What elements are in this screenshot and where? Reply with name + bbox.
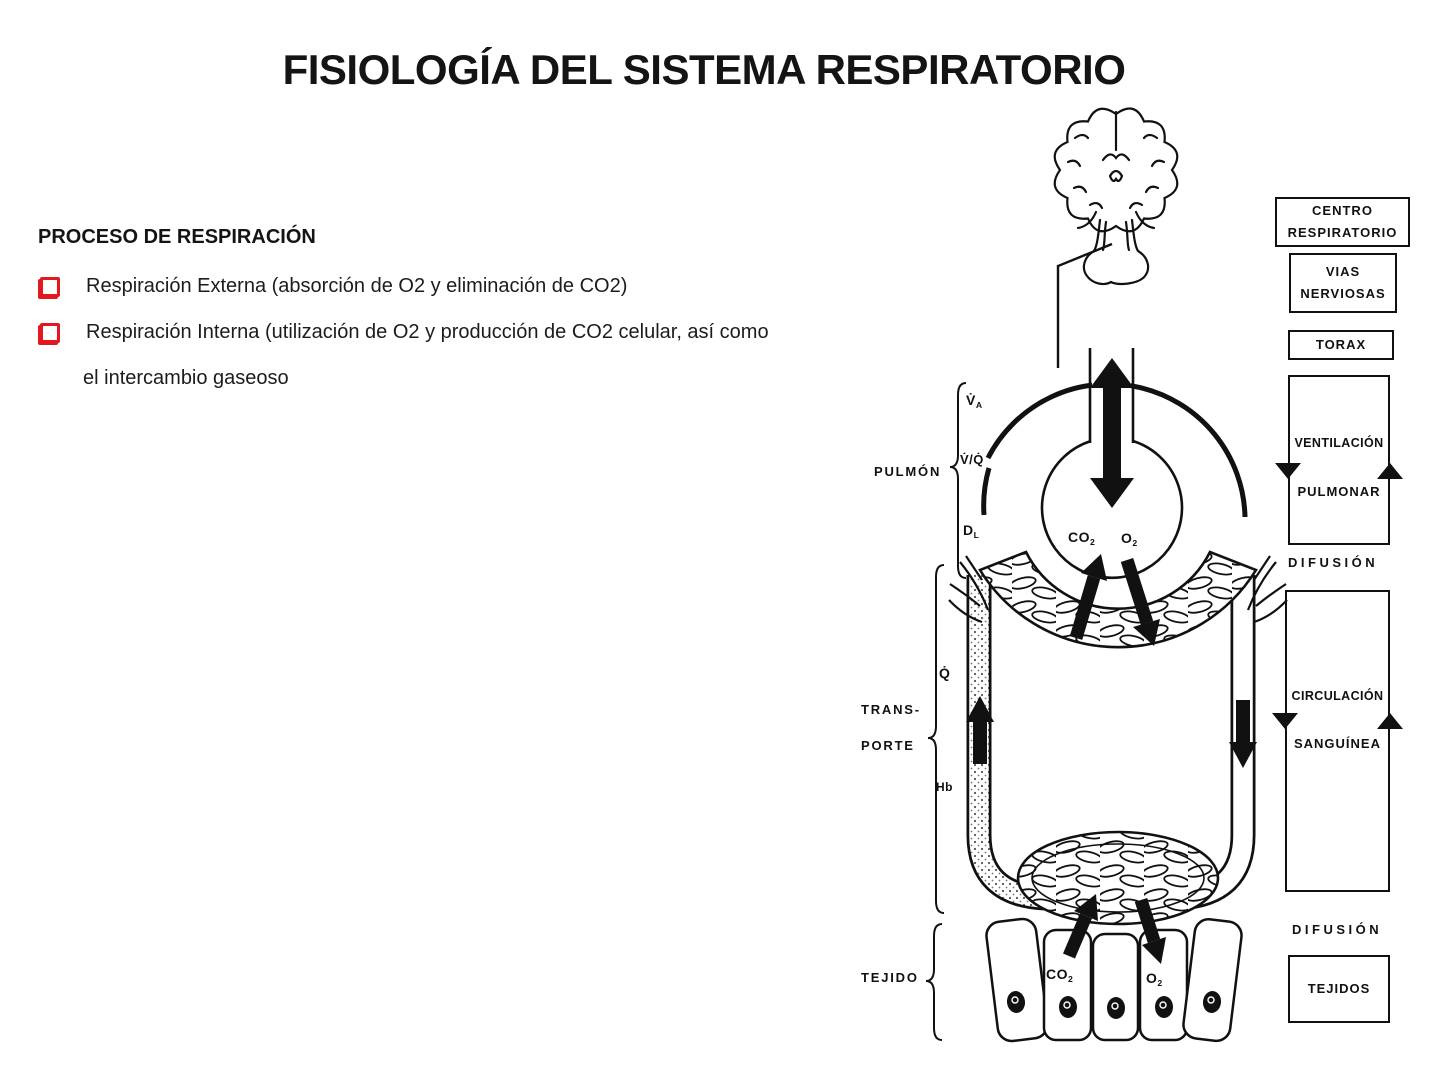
tissue-cells bbox=[985, 917, 1243, 1043]
ventilacion-right-up-arrowhead bbox=[1377, 463, 1403, 479]
tissue-o2-label: O2 bbox=[1146, 970, 1163, 989]
vias-line2: NERVIOSAS bbox=[1300, 286, 1386, 301]
alveolus-co2-label: CO2 bbox=[1068, 529, 1095, 548]
brain-icon bbox=[1053, 107, 1179, 286]
bullet-item-1: Respiración Externa (absorción de O2 y e… bbox=[40, 274, 627, 298]
pulmon-brace bbox=[949, 382, 967, 579]
trachea-walls bbox=[1088, 348, 1135, 443]
tissue-co2-arrow bbox=[1063, 894, 1098, 959]
alveolus-circle bbox=[1040, 439, 1184, 579]
arterial-down-arrow bbox=[1229, 700, 1257, 768]
torax-label: TORAX bbox=[1315, 337, 1367, 352]
q-flow-label: Q̇ bbox=[939, 665, 951, 681]
slide-title: FISIOLOGÍA DEL SISTEMA RESPIRATORIO bbox=[282, 46, 1126, 93]
red-square-bullet-icon bbox=[40, 323, 60, 343]
difusion-bottom-label: DIFUSIÓN bbox=[1292, 922, 1383, 937]
capillary-junction-hooks bbox=[948, 555, 1288, 624]
tissue-co2-label: CO2 bbox=[1046, 966, 1073, 985]
bullet-item-2: Respiración Interna (utilización de O2 y… bbox=[40, 320, 769, 344]
transporte-label-line1: TRANS- bbox=[861, 702, 921, 717]
centro-respiratorio-box: CENTRO RESPIRATORIO bbox=[1275, 197, 1410, 247]
hb-label: Hb bbox=[936, 780, 953, 794]
centro-respiratorio-line1: CENTRO bbox=[1312, 203, 1373, 218]
circulacion-line1: CIRCULACIÓN bbox=[1291, 689, 1384, 703]
transporte-label-line2: PORTE bbox=[861, 738, 915, 753]
red-square-bullet-icon bbox=[40, 277, 60, 297]
difusion-top-label: DIFUSIÓN bbox=[1288, 555, 1379, 570]
pulmonary-capillary-bed bbox=[978, 550, 1258, 649]
circulacion-line2: SANGUÍNEA bbox=[1293, 736, 1381, 751]
pulmon-label: PULMÓN bbox=[874, 464, 942, 479]
ventilacion-pulmonar-box: VENTILACIÓN PULMONAR bbox=[1288, 375, 1390, 545]
tissue-capillary-bed bbox=[1016, 830, 1220, 926]
dl-label: DL bbox=[963, 522, 979, 541]
tejido-label: TEJIDO bbox=[861, 970, 919, 985]
vq-ratio-label: V̇/Q̇ bbox=[960, 452, 984, 467]
tejido-brace bbox=[925, 923, 943, 1041]
tissue-o2-arrow bbox=[1134, 898, 1166, 964]
circulacion-right-up-arrowhead bbox=[1377, 713, 1403, 729]
ventilacion-line1: VENTILACIÓN bbox=[1294, 436, 1384, 450]
transporte-brace bbox=[927, 564, 945, 914]
tejidos-label: TEJIDOS bbox=[1307, 981, 1371, 996]
alveolar-o2-arrow bbox=[1120, 558, 1160, 646]
cell-nuclei bbox=[1006, 991, 1222, 1019]
bullet-2-text: Respiración Interna (utilización de O2 y… bbox=[86, 321, 769, 343]
section-braces bbox=[925, 382, 967, 1041]
tejidos-box: TEJIDOS bbox=[1288, 955, 1390, 1023]
va-label: V̇A bbox=[966, 392, 983, 411]
alveolar-co2-arrow bbox=[1069, 554, 1107, 640]
centro-respiratorio-line2: RESPIRATORIO bbox=[1287, 225, 1398, 240]
bullet-1-text: Respiración Externa (absorción de O2 y e… bbox=[86, 275, 628, 297]
section-heading: PROCESO DE RESPIRACIÓN bbox=[38, 226, 316, 248]
torax-box: TORAX bbox=[1288, 330, 1394, 360]
circulacion-sanguinea-box: CIRCULACIÓN SANGUÍNEA bbox=[1285, 590, 1390, 892]
ventilacion-line2: PULMONAR bbox=[1297, 484, 1381, 499]
bullet-2-continuation: el intercambio gaseoso bbox=[83, 367, 289, 389]
airflow-double-arrow bbox=[1090, 358, 1134, 508]
alveolus-o2-label: O2 bbox=[1121, 530, 1138, 549]
lung-outline bbox=[981, 381, 1248, 518]
vias-line1: VIAS bbox=[1325, 264, 1361, 279]
venous-up-arrow bbox=[966, 696, 994, 764]
vias-nerviosas-box: VIAS NERVIOSAS bbox=[1289, 253, 1397, 313]
